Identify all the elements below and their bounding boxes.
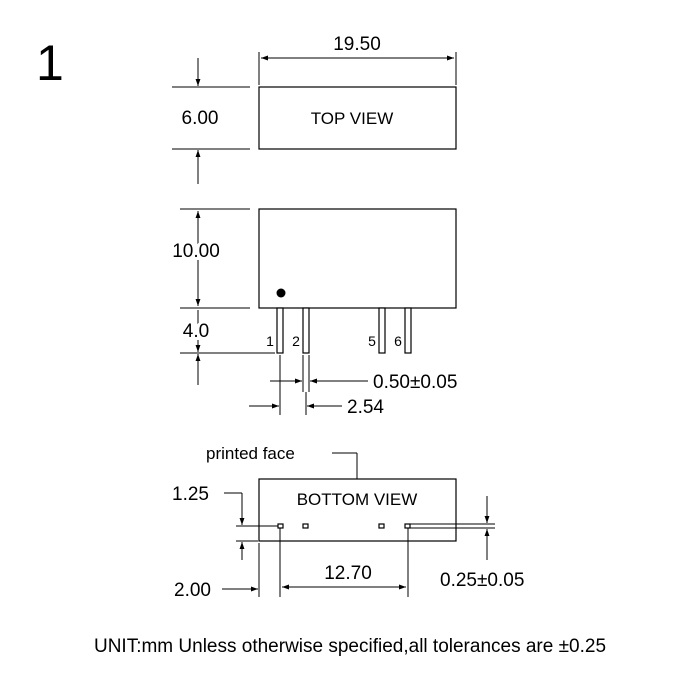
top-view: TOP VIEW 19.50 6.00 [172,34,457,184]
dim-pin-length: 4.0 [183,321,209,342]
dim-width: 19.50 [333,34,381,55]
dim-pin-span: 12.70 [324,563,372,584]
pad-5 [378,523,385,529]
pin-5 [378,307,386,354]
pin-1 [276,307,284,354]
pin-2 [302,307,310,354]
pin-6 [404,307,412,354]
bottom-view-label: BOTTOM VIEW [297,490,418,509]
top-view-label: TOP VIEW [311,109,394,128]
pad-6 [404,523,411,529]
dim-pad-offset-x: 2.00 [174,580,211,601]
pad-1 [277,523,284,529]
pin-number-5: 5 [368,333,376,349]
figure-number: 1 [36,35,64,91]
dim-pad-size: 0.25±0.05 [440,570,524,591]
dim-top-height: 6.00 [182,108,219,129]
dim-pin-width: 0.50±0.05 [373,372,457,393]
top-view-body [258,86,457,150]
side-view-body [258,208,457,309]
dim-pad-offset-y: 1.25 [172,484,209,505]
bottom-view-body [258,478,457,542]
dim-body-height: 10.00 [172,241,220,262]
pin-number-6: 6 [394,333,402,349]
units-note: UNIT:mm Unless otherwise specified,all t… [94,636,606,657]
printed-face-label: printed face [206,444,295,463]
bottom-view: BOTTOM VIEW printed face 1.25 0.25±0.05 … [172,444,524,601]
pad-2 [302,523,309,529]
dim-pin-pitch: 2.54 [347,397,384,418]
pin-number-1: 1 [266,333,274,349]
pin1-marker-dot [276,288,286,298]
side-view: 1 2 5 6 10.00 4.0 0.50±0.05 2.54 [169,208,457,418]
pin-number-2: 2 [292,333,300,349]
